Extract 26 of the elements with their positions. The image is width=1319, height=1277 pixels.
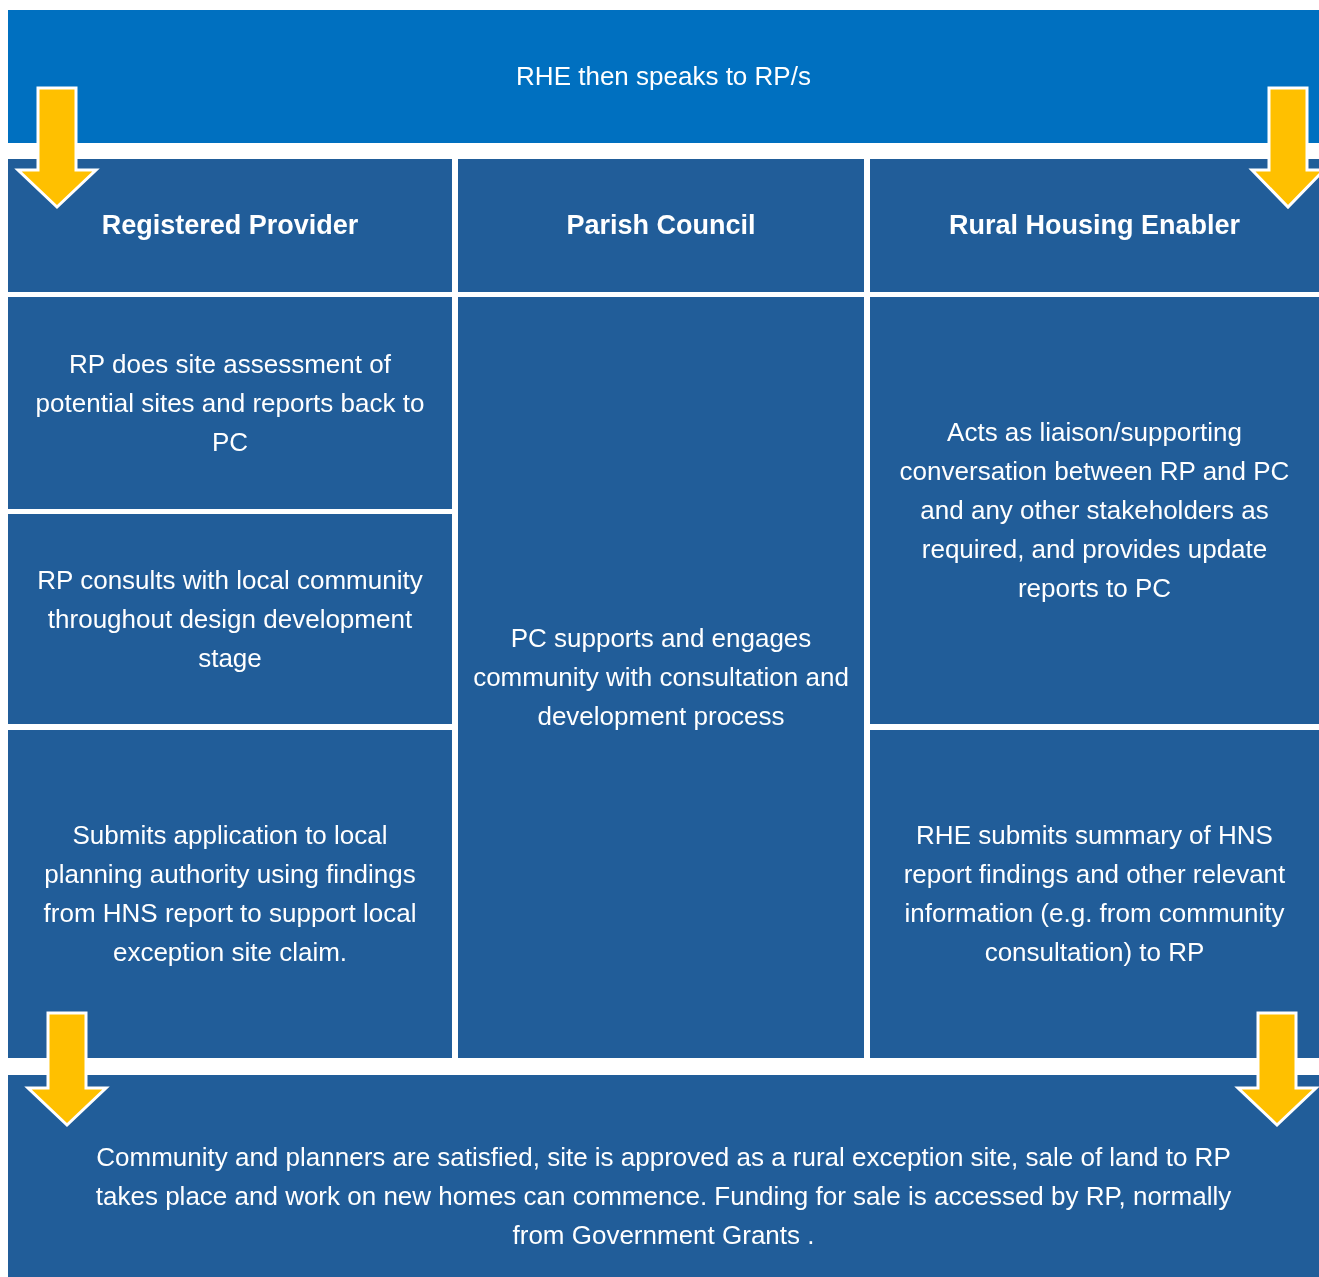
box-text: RHE then speaks to RP/s [516,60,811,93]
process-box [458,297,864,1058]
box-text: Submits application to local planning authority using findings from HNS report to support local exception site claim. [42,819,418,969]
header-text: Registered Provider [101,209,359,242]
process-box [870,730,1319,1058]
process-box [8,297,452,509]
outcome-box [8,1075,1319,1277]
block-arrow [24,1011,110,1128]
box-text: RP consults with local community throughout design development stage [36,563,424,675]
process-box [8,514,452,724]
box-text: RP does site assessment of potential sites and reports back to PC [34,347,426,459]
box-text: Community and planners are satisfied, site is approved as a rural exception site, sale of land to RP takes place and work on new homes can commence. Funding for sale is accessed by RP, normally from Government Grants . [94,1140,1233,1252]
box-text: RHE submits summary of HNS report findings and other relevant information (e.g. from community consultation) to RP [902,819,1287,969]
box-text: Acts as liaison/supporting conversation between RP and PC and any other stakeholders as required, and provides update reports to PC [898,416,1291,605]
process-box [8,730,452,1058]
column-header [458,159,864,292]
header-text: Rural Housing Enabler [948,209,1240,242]
column-header [8,159,452,292]
header-text: Parish Council [566,209,756,242]
block-arrow [1248,86,1319,210]
process-box [870,297,1319,724]
column-header [870,159,1319,292]
block-arrow [14,86,100,210]
box-text: PC supports and engages community with consultation and development process [472,622,850,733]
block-arrow [1234,1011,1319,1128]
top-banner [8,10,1319,143]
